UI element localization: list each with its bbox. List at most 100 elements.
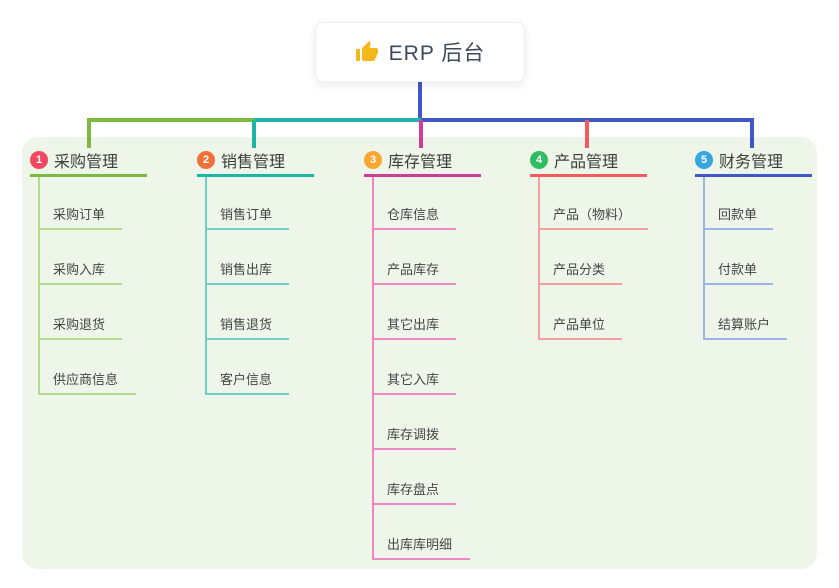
branch-drop-line-2: [252, 120, 256, 148]
child-node-label: 付款单: [718, 262, 758, 277]
child-node[interactable]: 产品库存: [372, 261, 456, 285]
child-node[interactable]: 采购订单: [38, 206, 122, 230]
branch-finance-header[interactable]: 5 财务管理: [695, 148, 815, 172]
child-underline: [372, 393, 456, 395]
child-node-label: 供应商信息: [53, 372, 119, 387]
child-node-label: 出库库明细: [387, 537, 453, 552]
child-underline: [38, 393, 136, 395]
branch-drop-line-4: [585, 120, 589, 148]
branch-drop-line-1: [87, 120, 91, 148]
child-underline: [703, 228, 773, 230]
child-underline: [372, 283, 456, 285]
branch-underline: [530, 174, 647, 177]
child-underline: [205, 393, 289, 395]
branch-label: 库存管理: [388, 154, 453, 171]
branch-inventory: 3 库存管理 仓库信息 产品库存 其它出库 其它入库 库存调拨 库存盘点: [364, 148, 484, 560]
branch-child-spine: [38, 177, 40, 395]
branch-inventory-header[interactable]: 3 库存管理: [364, 148, 484, 172]
branch-label: 财务管理: [719, 154, 784, 171]
branch-purchase: 1 采购管理 采购订单 采购入库 采购退货 供应商信息: [30, 148, 150, 395]
branches-panel: [22, 137, 817, 569]
child-node[interactable]: 库存盘点: [372, 481, 456, 505]
child-node[interactable]: 客户信息: [205, 371, 289, 395]
connector-segment-left: [87, 118, 254, 122]
child-node[interactable]: 仓库信息: [372, 206, 456, 230]
child-underline: [38, 228, 122, 230]
root-connector-line: [418, 82, 422, 118]
branch-drop-line-5: [750, 120, 754, 148]
branch-child-spine: [205, 177, 207, 395]
child-underline: [372, 558, 470, 560]
child-node[interactable]: 产品单位: [538, 316, 622, 340]
thumbs-up-icon: [355, 40, 379, 64]
child-underline: [205, 283, 289, 285]
child-node[interactable]: 其它出库: [372, 316, 456, 340]
child-node[interactable]: 销售订单: [205, 206, 289, 230]
child-node-label: 产品库存: [387, 262, 440, 277]
branch-product-header[interactable]: 4 产品管理: [530, 148, 650, 172]
child-node[interactable]: 回款单: [703, 206, 773, 230]
child-node-label: 回款单: [718, 207, 758, 222]
child-node-label: 仓库信息: [387, 207, 440, 222]
child-underline: [205, 338, 289, 340]
connector-segment-middle: [254, 118, 421, 122]
child-node-label: 客户信息: [220, 372, 273, 387]
child-node[interactable]: 销售出库: [205, 261, 289, 285]
branch-number-badge: 1: [30, 151, 48, 169]
child-node-label: 采购退货: [53, 317, 106, 332]
child-node-label: 产品（物料）: [553, 207, 632, 222]
child-underline: [205, 228, 289, 230]
child-underline: [538, 338, 622, 340]
branch-sales: 2 销售管理 销售订单 销售出库 销售退货 客户信息: [197, 148, 317, 395]
child-node-label: 采购订单: [53, 207, 106, 222]
child-node-label: 其它入库: [387, 372, 440, 387]
root-node[interactable]: ERP 后台: [315, 22, 525, 82]
child-underline: [38, 283, 122, 285]
branch-purchase-header[interactable]: 1 采购管理: [30, 148, 150, 172]
child-node-label: 产品单位: [553, 317, 606, 332]
child-node[interactable]: 产品分类: [538, 261, 622, 285]
branch-sales-header[interactable]: 2 销售管理: [197, 148, 317, 172]
branch-number-badge: 3: [364, 151, 382, 169]
branch-label: 产品管理: [554, 154, 619, 171]
child-node-label: 库存调拨: [387, 427, 440, 442]
branch-child-spine: [703, 177, 705, 340]
branch-child-spine: [372, 177, 374, 560]
child-underline: [38, 338, 122, 340]
child-node-label: 销售订单: [220, 207, 273, 222]
child-node[interactable]: 销售退货: [205, 316, 289, 340]
child-underline: [703, 283, 773, 285]
child-node[interactable]: 结算账户: [703, 316, 787, 340]
child-underline: [372, 228, 456, 230]
branch-product: 4 产品管理 产品（物料） 产品分类 产品单位: [530, 148, 650, 340]
child-underline: [703, 338, 787, 340]
child-node[interactable]: 采购入库: [38, 261, 122, 285]
branch-number-badge: 5: [695, 151, 713, 169]
branch-number-badge: 2: [197, 151, 215, 169]
branch-underline: [197, 174, 314, 177]
branch-drop-line-3: [419, 120, 423, 148]
child-node-label: 产品分类: [553, 262, 606, 277]
child-node[interactable]: 采购退货: [38, 316, 122, 340]
child-underline: [538, 283, 622, 285]
child-node[interactable]: 付款单: [703, 261, 773, 285]
branch-finance: 5 财务管理 回款单 付款单 结算账户: [695, 148, 815, 340]
child-node-label: 其它出库: [387, 317, 440, 332]
child-node[interactable]: 其它入库: [372, 371, 456, 395]
child-node[interactable]: 出库库明细: [372, 536, 470, 560]
root-node-title: ERP 后台: [388, 42, 486, 65]
child-node-label: 结算账户: [718, 317, 771, 332]
child-underline: [372, 448, 456, 450]
child-node-label: 销售出库: [220, 262, 273, 277]
branch-label: 采购管理: [54, 154, 119, 171]
child-node-label: 库存盘点: [387, 482, 440, 497]
child-node[interactable]: 产品（物料）: [538, 206, 648, 230]
branch-underline: [30, 174, 147, 177]
child-underline: [538, 228, 648, 230]
child-node[interactable]: 库存调拨: [372, 426, 456, 450]
child-node-label: 销售退货: [220, 317, 273, 332]
child-underline: [372, 338, 456, 340]
child-node[interactable]: 供应商信息: [38, 371, 136, 395]
branch-child-spine: [538, 177, 540, 340]
